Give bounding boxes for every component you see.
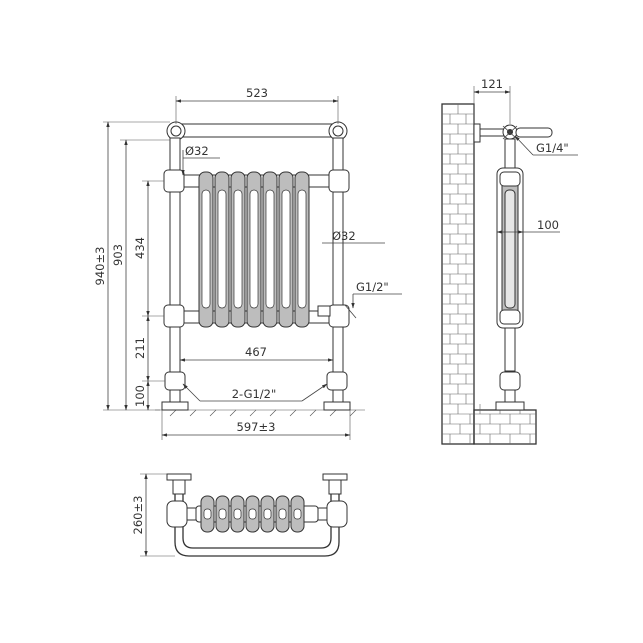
dim-211: 211 [133, 315, 165, 382]
dim-940-label: 940±3 [93, 247, 107, 286]
dim-thread-side: G1/2" [344, 280, 402, 319]
top-flanges [166, 473, 348, 495]
dim-260-label: 260±3 [131, 496, 145, 535]
dim-940: 940±3 [93, 121, 170, 411]
dim-903-label: 903 [111, 244, 125, 266]
dim-side-100: 100 [496, 218, 560, 234]
dim-467-label: 467 [245, 345, 267, 359]
brick-wall [441, 103, 537, 445]
right-leg [323, 137, 351, 411]
dim-121-label: 121 [481, 77, 503, 91]
dim-100: 100 [133, 380, 150, 411]
dim-467: 467 [179, 345, 334, 362]
dim-211-label: 211 [133, 337, 147, 359]
front-view: 523 Ø32 Ø32 G1/2" 940±3 [93, 86, 402, 440]
dim-523-label: 523 [246, 86, 268, 100]
dim-121: 121 [473, 77, 511, 124]
top-view: 260±3 [131, 473, 348, 557]
dim-260: 260±3 [131, 473, 175, 557]
dim-434: 434 [133, 180, 164, 317]
dim-bracket-thread: G1/4" [514, 135, 578, 156]
dim-903: 903 [111, 139, 170, 411]
dim-bracket-thread-label: G1/4" [536, 141, 569, 155]
dim-434-label: 434 [133, 237, 147, 259]
radiator-block [183, 171, 331, 328]
top-towel-rail [166, 121, 348, 141]
top-radiator-columns [195, 495, 319, 533]
dim-dia-top: Ø32 [181, 144, 220, 176]
dim-523: 523 [175, 86, 339, 124]
dim-100-label: 100 [133, 385, 147, 407]
dim-dia-top-label: Ø32 [185, 144, 209, 158]
dim-597-label: 597±3 [237, 420, 276, 434]
dim-side-100-label: 100 [537, 218, 559, 232]
floor-hatch [169, 409, 357, 417]
dim-inlets-label: 2-G1/2" [232, 387, 277, 401]
side-view: 121 G1/4" 100 [441, 77, 578, 445]
top-u-rail [174, 488, 340, 557]
dim-dia-side: Ø32 [322, 229, 385, 244]
dim-597: 597±3 [161, 410, 351, 440]
dim-inlets: 2-G1/2" [182, 383, 328, 402]
dim-thread-side-label: G1/2" [356, 280, 389, 294]
dim-dia-side-label: Ø32 [332, 229, 356, 243]
side-radiator [496, 167, 524, 329]
